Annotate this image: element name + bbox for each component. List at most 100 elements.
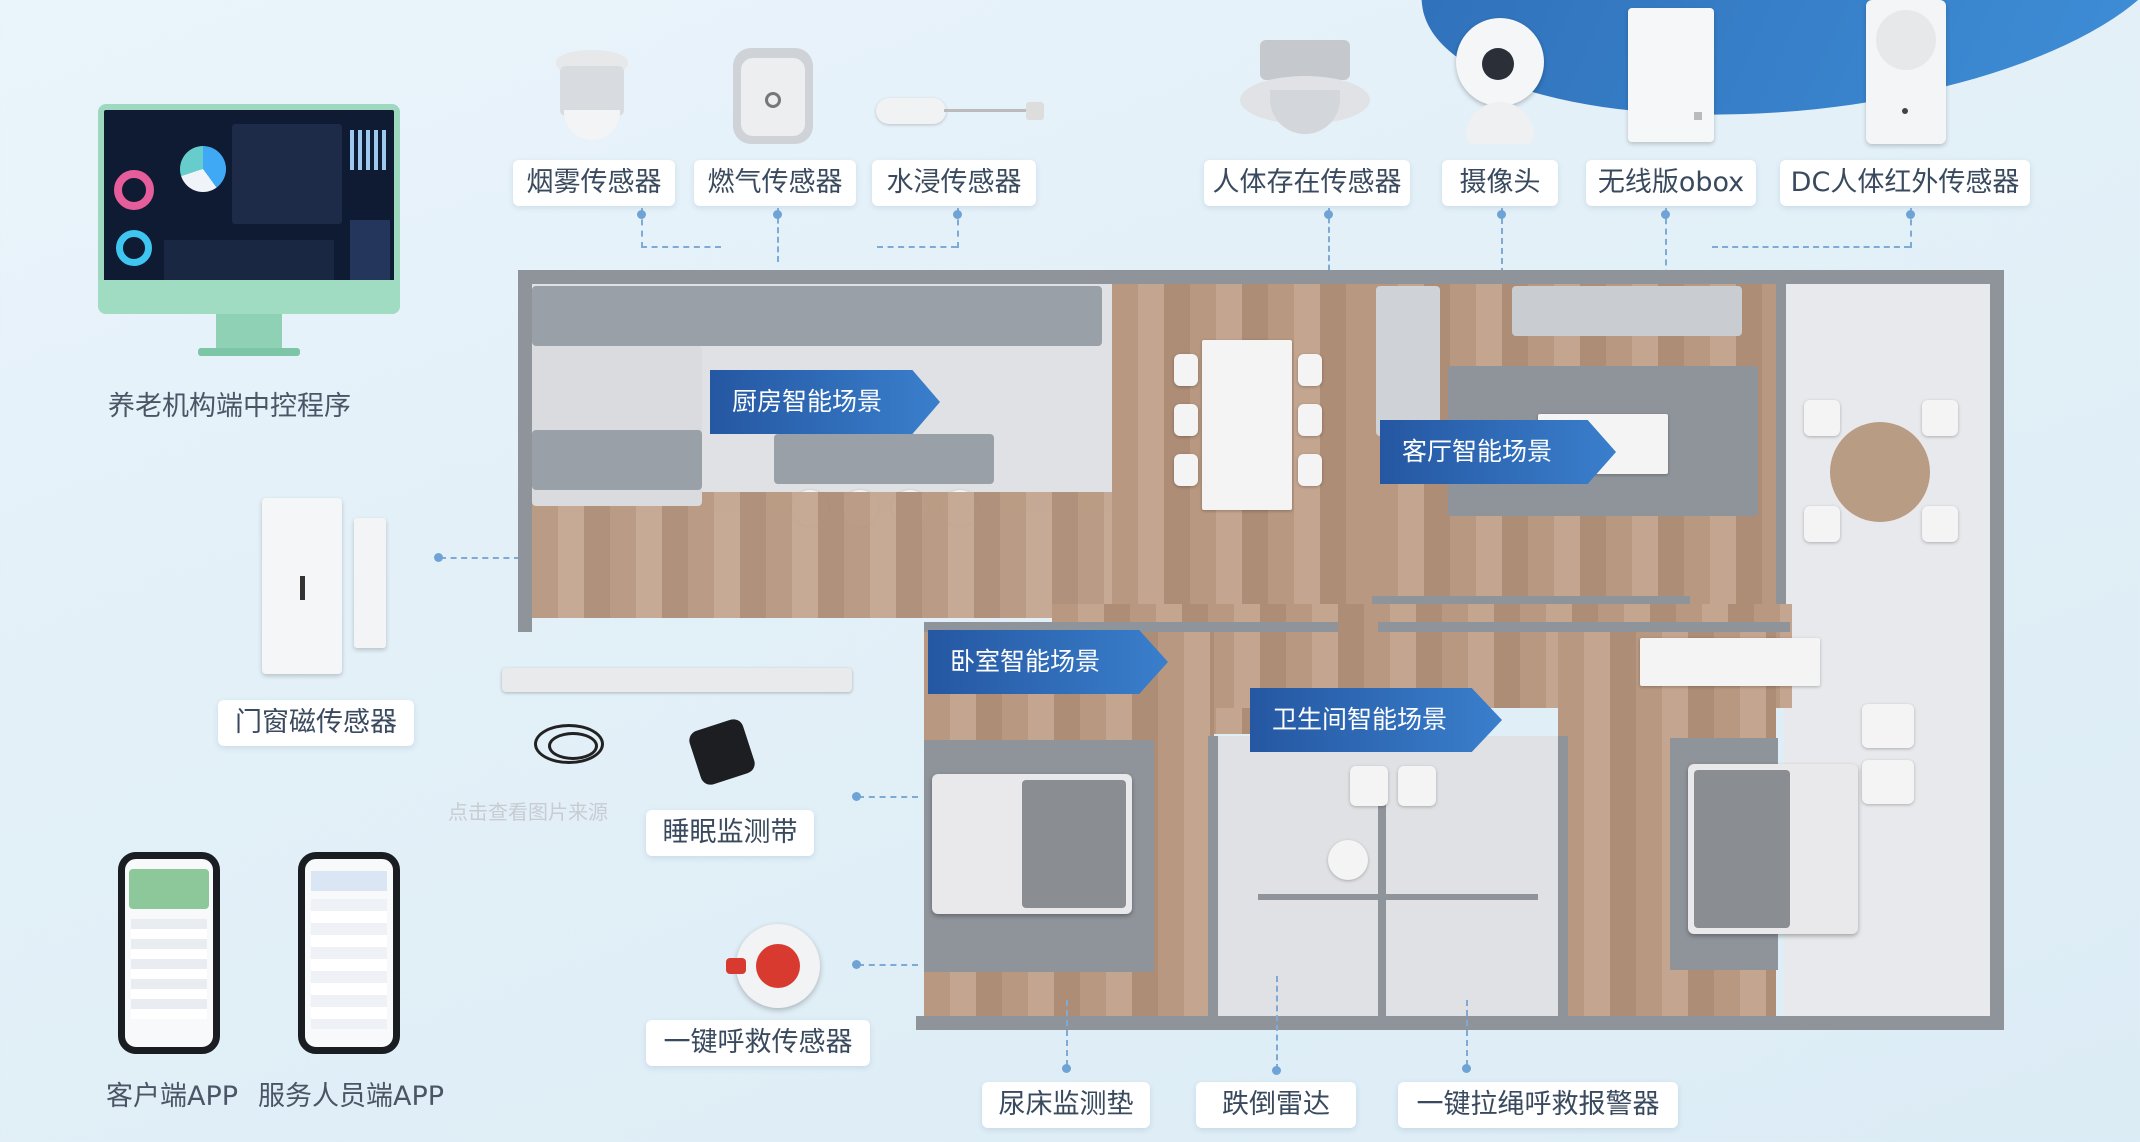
bed-mat-dot bbox=[1062, 1064, 1071, 1073]
sink-1 bbox=[1350, 766, 1388, 806]
dashboard-ring-icon bbox=[116, 230, 152, 266]
obox-label: 无线版obox bbox=[1586, 160, 1756, 206]
camera-dot bbox=[1497, 210, 1506, 219]
balcony-wall bbox=[1776, 284, 1786, 634]
bathroom-scene-tag: 卫生间智能场景 bbox=[1250, 688, 1502, 752]
sos-connector bbox=[858, 964, 918, 966]
bed-mat-connector bbox=[1066, 1000, 1068, 1066]
staff-app-label: 服务人员端APP bbox=[258, 1081, 445, 1112]
central-monitor bbox=[98, 104, 400, 356]
kitchen-island bbox=[774, 434, 994, 484]
bed-2 bbox=[1688, 764, 1858, 934]
dashboard-map bbox=[232, 124, 342, 224]
kitchen-left-cabinet bbox=[532, 430, 702, 490]
water-dot bbox=[953, 210, 962, 219]
presence-sensor-label: 人体存在传感器 bbox=[1204, 160, 1410, 206]
sleep-belt-icon bbox=[494, 664, 854, 794]
floor-plan: 厨房智能场景 客厅智能场景 卧室智能场景 卫生间智能场景 bbox=[518, 270, 2004, 1030]
sleep-dot bbox=[852, 792, 861, 801]
sos-button-label: 一键呼救传感器 bbox=[646, 1020, 870, 1066]
kitchen-counter bbox=[532, 286, 1102, 346]
monitor-chin bbox=[98, 280, 400, 314]
dining-table bbox=[1202, 340, 1292, 510]
sos-dot bbox=[852, 960, 861, 969]
water-connector-h bbox=[877, 246, 957, 248]
balcony-chair-4 bbox=[1922, 506, 1958, 542]
bathroom-divider bbox=[1378, 770, 1386, 1016]
pir-sensor-icon bbox=[1866, 0, 1946, 144]
pull-cord-dot bbox=[1462, 1064, 1471, 1073]
dining-chair-5 bbox=[1298, 404, 1322, 436]
outer-wall-right bbox=[1990, 270, 2004, 1030]
dashboard-pie-icon bbox=[180, 146, 226, 192]
bed-1 bbox=[932, 774, 1132, 914]
balcony-chair-3 bbox=[1804, 506, 1840, 542]
bedroom-scene-tag: 卧室智能场景 bbox=[928, 630, 1168, 694]
bed-mat-label: 尿床监测垫 bbox=[982, 1082, 1150, 1128]
toilet bbox=[1328, 840, 1368, 880]
bathroom bbox=[1218, 736, 1558, 1016]
dining-chair-2 bbox=[1174, 404, 1198, 436]
living-scene-tag: 客厅智能场景 bbox=[1380, 420, 1616, 484]
wardrobe bbox=[1640, 638, 1820, 686]
pir-sensor-label: DC人体红外传感器 bbox=[1780, 160, 2030, 206]
dining-chair-3 bbox=[1174, 454, 1198, 486]
camera-connector bbox=[1501, 208, 1503, 274]
customer-app-label: 客户端APP bbox=[106, 1081, 239, 1112]
pull-cord-label: 一键拉绳呼救报警器 bbox=[1398, 1082, 1678, 1128]
smoke-sensor-icon bbox=[556, 50, 628, 140]
gas-sensor-icon bbox=[733, 48, 813, 144]
pir-connector bbox=[1910, 208, 1912, 248]
gas-dot bbox=[773, 210, 782, 219]
bedroom-right-wall bbox=[1208, 736, 1218, 1016]
presence-dot bbox=[1324, 210, 1333, 219]
central-program-label: 养老机构端中控程序 bbox=[108, 391, 351, 422]
monitor-screen bbox=[98, 104, 400, 314]
monitor-stand bbox=[216, 314, 282, 354]
camera-label: 摄像头 bbox=[1442, 160, 1558, 206]
customer-app-phone bbox=[118, 852, 220, 1054]
kitchen-floor bbox=[532, 492, 1132, 618]
smoke-connector-h bbox=[641, 246, 721, 248]
dining-chair-6 bbox=[1298, 454, 1322, 486]
door-sensor-label: 门窗磁传感器 bbox=[218, 700, 414, 746]
outer-wall-bottom bbox=[916, 1016, 2004, 1030]
obox-icon bbox=[1628, 8, 1714, 142]
fall-radar-dot bbox=[1272, 1066, 1281, 1075]
dashboard-donut-icon bbox=[114, 170, 154, 210]
bedroom-top-wall bbox=[924, 622, 1338, 632]
kitchen-scene-tag: 厨房智能场景 bbox=[710, 370, 940, 434]
sleep-belt-label: 睡眠监测带 bbox=[646, 810, 814, 856]
balcony-chair-1 bbox=[1804, 400, 1840, 436]
balcony-lounge-1 bbox=[1862, 704, 1914, 748]
dashboard-panel bbox=[350, 220, 390, 280]
dining-chair-1 bbox=[1174, 354, 1198, 386]
water-leak-sensor-icon bbox=[876, 96, 1046, 126]
outer-wall-left bbox=[518, 270, 532, 632]
door-sensor-icon bbox=[262, 498, 388, 674]
fall-radar-label: 跌倒雷达 bbox=[1196, 1082, 1356, 1128]
monitor-base bbox=[198, 348, 300, 356]
staff-app-phone bbox=[298, 852, 400, 1054]
dining-chair-4 bbox=[1298, 354, 1322, 386]
pir-dot bbox=[1906, 210, 1915, 219]
dashboard-panel-2 bbox=[164, 240, 334, 280]
dashboard-bars bbox=[350, 130, 390, 170]
gas-sensor-label: 燃气传感器 bbox=[694, 160, 856, 206]
balcony-lounge-2 bbox=[1862, 760, 1914, 804]
outer-wall-top bbox=[518, 270, 2004, 284]
presence-sensor-icon bbox=[1240, 40, 1370, 140]
gas-connector bbox=[777, 208, 779, 262]
smoke-connector bbox=[641, 208, 643, 248]
fall-radar-connector bbox=[1276, 976, 1278, 1070]
camera-icon bbox=[1456, 18, 1544, 144]
image-source-watermark: 点击查看图片来源 bbox=[448, 800, 608, 824]
tv-cabinet bbox=[1512, 286, 1742, 336]
bathroom-divider-2 bbox=[1258, 894, 1538, 900]
door-dot bbox=[434, 553, 443, 562]
sink-2 bbox=[1398, 766, 1436, 806]
door-connector bbox=[440, 557, 520, 559]
sofa bbox=[1376, 286, 1440, 436]
balcony-chair-2 bbox=[1922, 400, 1958, 436]
sos-button-icon bbox=[726, 924, 820, 1008]
